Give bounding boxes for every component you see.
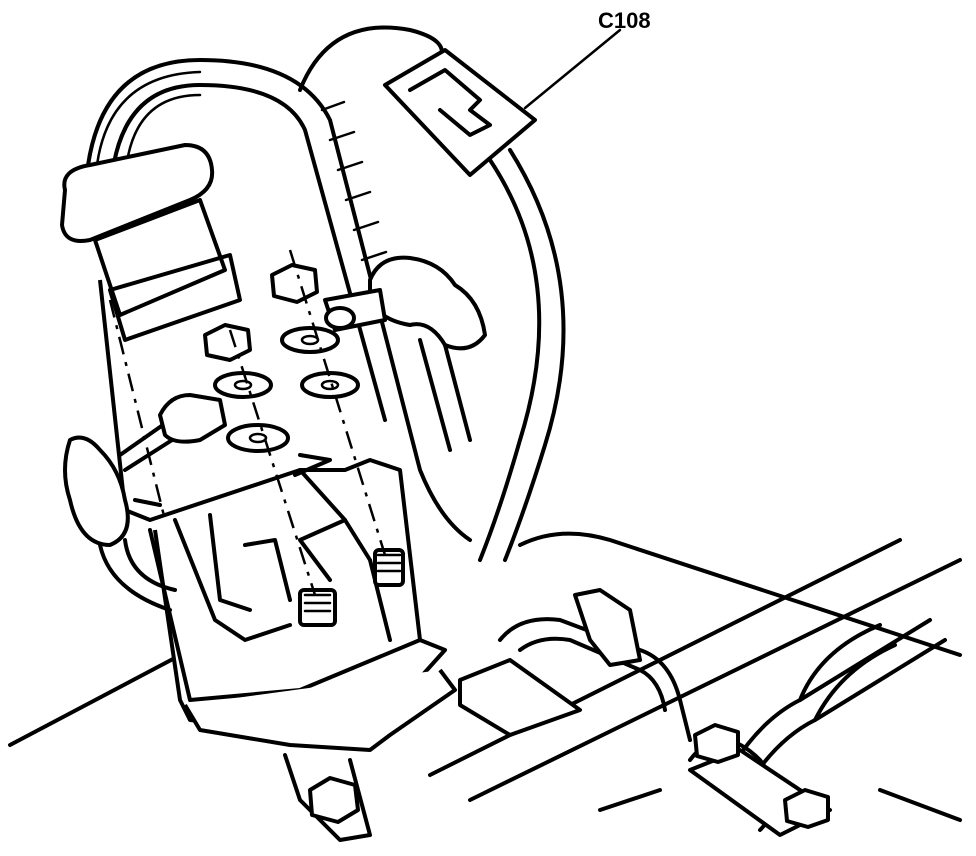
fastener-stack-right xyxy=(270,263,360,399)
fastener-stack-left xyxy=(203,323,290,453)
harness-plug xyxy=(60,143,242,342)
connector-c108 xyxy=(383,48,537,177)
terminal-studs xyxy=(298,548,405,627)
mounting-bolt xyxy=(308,776,360,824)
connector-c108-lead xyxy=(298,25,566,562)
cable-ring-terminal-right xyxy=(323,255,487,452)
alignment-lines xyxy=(108,249,387,596)
mounting-base xyxy=(183,658,582,842)
starter-solenoid xyxy=(98,279,447,732)
callout-c108: C108 xyxy=(523,8,651,110)
wiring-harness-tube xyxy=(83,58,472,542)
harness-clamp-right xyxy=(498,588,947,837)
callout-label-c108: C108 xyxy=(598,8,651,33)
